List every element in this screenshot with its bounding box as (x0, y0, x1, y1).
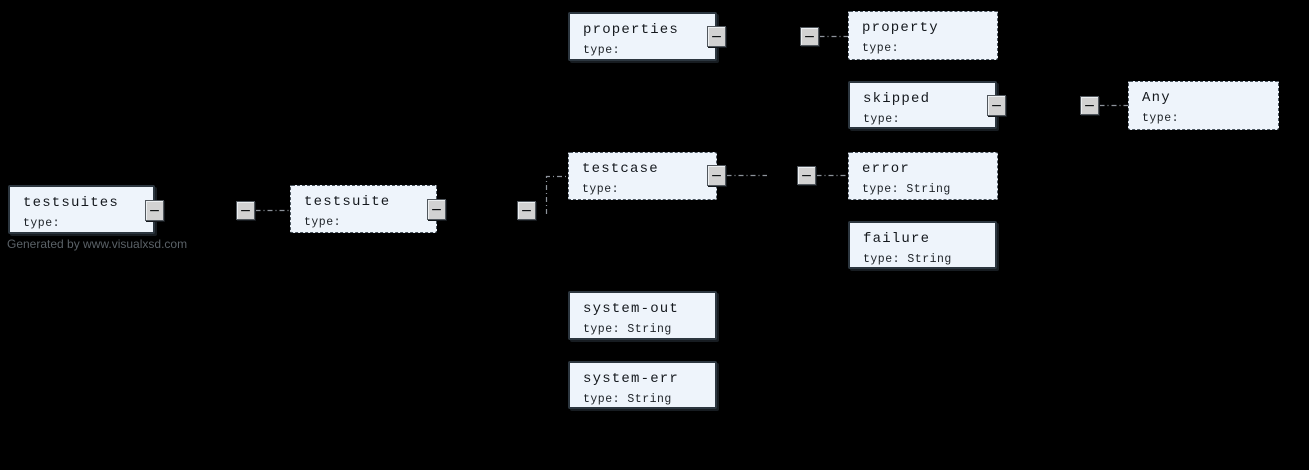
node-property: property type: (848, 11, 998, 60)
node-system-err-title: system-err (583, 371, 680, 387)
node-property-type: type: (862, 42, 900, 55)
node-properties: properties type: (568, 12, 717, 61)
node-properties-title: properties (583, 22, 680, 38)
minus-icon: − (239, 202, 252, 219)
node-failure-type: type: String (863, 253, 952, 266)
collapse-button-testcase[interactable]: − (707, 165, 726, 186)
node-error-title: error (862, 161, 911, 177)
node-skipped-type: type: (863, 113, 901, 126)
collapse-button-testsuites[interactable]: − (145, 200, 164, 221)
collapse-button-before-property[interactable]: − (800, 27, 819, 46)
node-skipped: skipped type: (848, 81, 997, 129)
minus-icon: − (800, 167, 813, 184)
node-any-type: type: (1142, 112, 1180, 125)
node-error-type: type: String (862, 183, 951, 196)
collapse-button-properties[interactable]: − (707, 26, 726, 47)
node-testsuite-type: type: (304, 216, 342, 229)
collapse-button-before-error[interactable]: − (797, 166, 816, 185)
watermark-text: Generated by www.visualxsd.com (7, 237, 188, 251)
minus-icon: − (1083, 97, 1096, 114)
connector-to-testcase (545, 175, 568, 214)
node-failure-title: failure (863, 231, 931, 247)
node-error: error type: String (848, 152, 998, 200)
node-any-title: Any (1142, 90, 1171, 106)
node-property-title: property (862, 20, 939, 36)
node-testsuites-title: testsuites (23, 195, 120, 211)
minus-icon: − (710, 167, 723, 184)
minus-icon: − (520, 202, 533, 219)
collapse-button-skipped[interactable]: − (987, 95, 1006, 116)
node-testcase: testcase type: (568, 152, 717, 200)
minus-icon: − (710, 28, 723, 45)
node-system-out-type: type: String (583, 323, 672, 336)
collapse-button-before-testsuite[interactable]: − (236, 201, 255, 220)
node-skipped-title: skipped (863, 91, 931, 107)
node-testsuites-type: type: (23, 217, 61, 230)
collapse-button-after-testsuite[interactable]: − (517, 201, 536, 220)
node-failure: failure type: String (848, 221, 997, 269)
minus-icon: − (430, 201, 443, 218)
minus-icon: − (990, 97, 1003, 114)
node-any: Any type: (1128, 81, 1279, 130)
node-testcase-type: type: (582, 183, 620, 196)
collapse-button-testsuite[interactable]: − (427, 199, 446, 220)
node-system-err-type: type: String (583, 393, 672, 406)
node-system-out: system-out type: String (568, 291, 717, 340)
node-testcase-title: testcase (582, 161, 659, 177)
node-system-err: system-err type: String (568, 361, 717, 409)
node-testsuite-title: testsuite (304, 194, 391, 210)
collapse-button-before-any[interactable]: − (1080, 96, 1099, 115)
node-testsuites: testsuites type: (8, 185, 155, 234)
minus-icon: − (803, 28, 816, 45)
node-testsuite: testsuite type: (290, 185, 437, 233)
minus-icon: − (148, 202, 161, 219)
node-properties-type: type: (583, 44, 621, 57)
node-system-out-title: system-out (583, 301, 680, 317)
